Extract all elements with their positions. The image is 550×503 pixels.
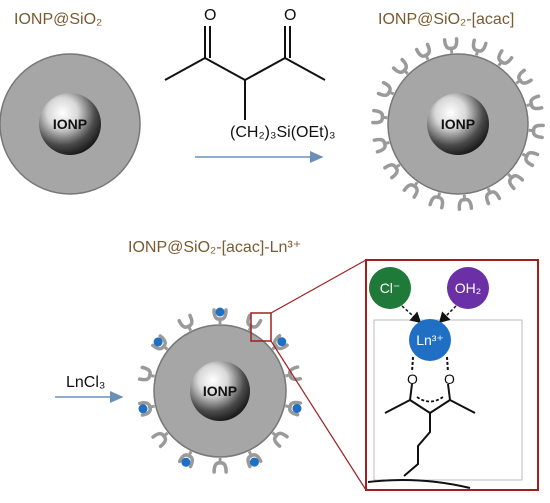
- acac-ligand: [430, 191, 445, 208]
- reagent-silane-label: (CH₂)₃Si(OEt)₃: [230, 124, 335, 141]
- acac-ligand: [373, 111, 388, 124]
- core-label: IONP: [441, 116, 475, 132]
- zoom-connector-bottom: [271, 341, 366, 490]
- acac-ligand: [214, 458, 226, 472]
- backbone-bonds: [165, 58, 325, 80]
- acac-ligand: [140, 367, 156, 382]
- particle-ionp-sio2-acac-ln: IONP: [154, 325, 286, 457]
- acac-ligand: [374, 137, 391, 152]
- acac-ligand: [445, 39, 458, 54]
- acac-ln-ligand: [214, 308, 226, 325]
- water-label: OH₂: [455, 280, 481, 296]
- ln-o-bond-right: [447, 357, 448, 372]
- ln-o-bond-left: [412, 357, 413, 372]
- chloride-label: Cl⁻: [380, 280, 401, 296]
- inset-coordination-detail: Cl⁻ OH₂ Ln³⁺ O O: [366, 260, 538, 490]
- lanthanide-label: Ln³⁺: [416, 332, 444, 348]
- label-ionp-sio2-acac-ln: IONP@SiO₂-[acac]-Ln³⁺: [128, 239, 301, 256]
- label-ionp-sio2: IONP@SiO₂: [14, 11, 102, 28]
- zoom-connector-top: [271, 260, 366, 313]
- acac-ln-ligand: [137, 400, 156, 415]
- oxygen-label-inset-right: O: [444, 371, 455, 387]
- acac-ligand: [458, 194, 471, 209]
- particle-ionp-sio2-acac: IONP: [388, 54, 528, 194]
- acac-ligand: [528, 124, 543, 137]
- lanthanide-dot: [216, 308, 225, 317]
- acac-ligand: [525, 96, 542, 111]
- label-ionp-sio2-acac: IONP@SiO₂-[acac]: [378, 11, 514, 28]
- acac-ln-ligand: [284, 400, 303, 415]
- reagent-lncl3-label: LnCl₃: [66, 374, 105, 391]
- particle-ionp-sio2: IONP: [0, 54, 140, 194]
- core-label: IONP: [53, 116, 87, 132]
- core-label: IONP: [203, 383, 237, 399]
- oxygen-label-right: O: [284, 7, 296, 24]
- acac-silane-molecule: [165, 26, 325, 120]
- oxygen-label-inset-left: O: [407, 371, 418, 387]
- oxygen-label-left: O: [204, 7, 216, 24]
- acac-ligand: [471, 40, 486, 57]
